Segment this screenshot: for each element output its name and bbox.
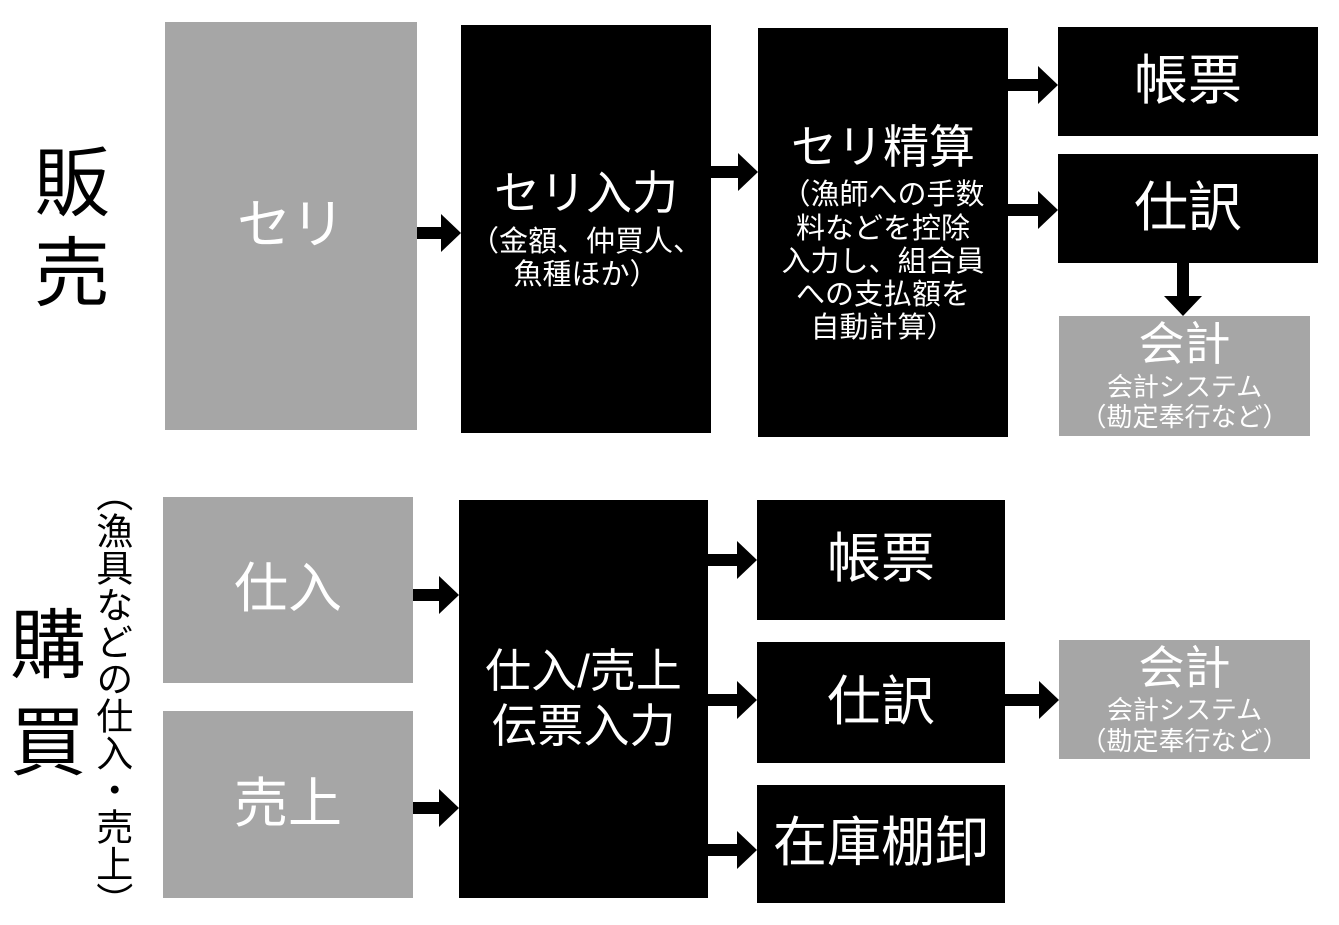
arrow-shaft <box>413 802 441 814</box>
arrow-shaft <box>1008 79 1040 91</box>
arrow-shaft <box>708 694 739 706</box>
auction-settlement-note: （漁師への手数 料などを控除 入力し、組合員 への支払額を 自動計算） <box>781 179 985 344</box>
arrow-head <box>1164 296 1202 316</box>
sales-report-box: 帳票 <box>1058 27 1318 136</box>
arrow-voucher-to-journal-icon <box>708 681 757 719</box>
purchase-section-label: 購 買 <box>10 604 86 787</box>
arrow-shaft <box>708 844 739 856</box>
arrow-settlement-to-journal-icon <box>1008 191 1058 229</box>
sales-source-box: 売上 <box>163 711 413 898</box>
auction-source-box: セリ <box>165 22 417 430</box>
arrow-head <box>1039 681 1059 719</box>
arrow-head <box>439 789 459 827</box>
inventory-stocktaking-label: 在庫棚卸 <box>773 813 989 874</box>
sales-report-label: 帳票 <box>1134 50 1242 111</box>
auction-source-label: セリ <box>237 195 345 256</box>
arrow-purchase-to-voucher-icon <box>413 576 459 614</box>
purchase-report-box: 帳票 <box>757 500 1005 620</box>
purchase-journal-box: 仕訳 <box>757 642 1005 763</box>
auction-input-note: （金額、仲買人、 魚種ほか） <box>469 225 702 291</box>
purchase-source-label: 仕入 <box>234 559 342 620</box>
arrow-voucher-to-inventory-icon <box>708 831 757 869</box>
arrow-journal-to-accounting-icon <box>1164 263 1202 316</box>
arrow-journal-to-accounting-icon <box>1005 681 1059 719</box>
arrow-shaft <box>708 554 739 566</box>
sales-accounting-title: 会計 <box>1138 318 1231 371</box>
arrow-shaft <box>1008 204 1040 216</box>
purchase-section-note: （漁具などの仕入・売上） <box>90 475 132 919</box>
voucher-input-box: 仕入/売上 伝票入力 <box>459 500 708 898</box>
purchase-accounting-note: 会計システム （勘定奉行など） <box>1080 695 1289 756</box>
arrow-head <box>737 681 757 719</box>
arrow-head <box>1038 191 1058 229</box>
arrow-head <box>441 214 461 252</box>
sales-source-label: 売上 <box>234 773 342 834</box>
sales-accounting-note: 会計システム （勘定奉行など） <box>1080 371 1289 433</box>
arrow-sales-to-voucher-icon <box>413 789 459 827</box>
arrow-shaft <box>417 227 443 239</box>
purchase-source-box: 仕入 <box>163 497 413 683</box>
arrow-shaft <box>711 166 740 178</box>
sales-journal-label: 仕訳 <box>1134 177 1242 238</box>
auction-settlement-box: セリ精算 （漁師への手数 料などを控除 入力し、組合員 への支払額を 自動計算） <box>758 28 1008 437</box>
auction-settlement-title: セリ精算 <box>791 121 975 174</box>
purchase-accounting-title: 会計 <box>1138 641 1231 694</box>
inventory-stocktaking-box: 在庫棚卸 <box>757 785 1005 903</box>
arrow-head <box>737 541 757 579</box>
arrow-auction-to-input-icon <box>417 214 461 252</box>
voucher-input-title: 仕入/売上 伝票入力 <box>485 644 682 752</box>
arrow-voucher-to-report-icon <box>708 541 757 579</box>
auction-input-title: セリ入力 <box>494 167 678 220</box>
sales-accounting-box: 会計 会計システム （勘定奉行など） <box>1059 316 1310 436</box>
arrow-head <box>737 831 757 869</box>
arrow-shaft <box>1005 694 1041 706</box>
purchase-report-label: 帳票 <box>827 529 935 590</box>
arrow-input-to-settlement-icon <box>711 153 758 191</box>
auction-input-box: セリ入力 （金額、仲買人、 魚種ほか） <box>461 25 711 433</box>
arrow-settlement-to-report-icon <box>1008 66 1058 104</box>
arrow-head <box>439 576 459 614</box>
arrow-shaft <box>1177 263 1189 298</box>
sales-section-label: 販 売 <box>34 142 110 317</box>
sales-journal-box: 仕訳 <box>1058 154 1318 263</box>
arrow-head <box>738 153 758 191</box>
arrow-head <box>1038 66 1058 104</box>
arrow-shaft <box>413 589 441 601</box>
purchase-journal-label: 仕訳 <box>827 671 935 732</box>
purchase-accounting-box: 会計 会計システム （勘定奉行など） <box>1059 640 1310 759</box>
